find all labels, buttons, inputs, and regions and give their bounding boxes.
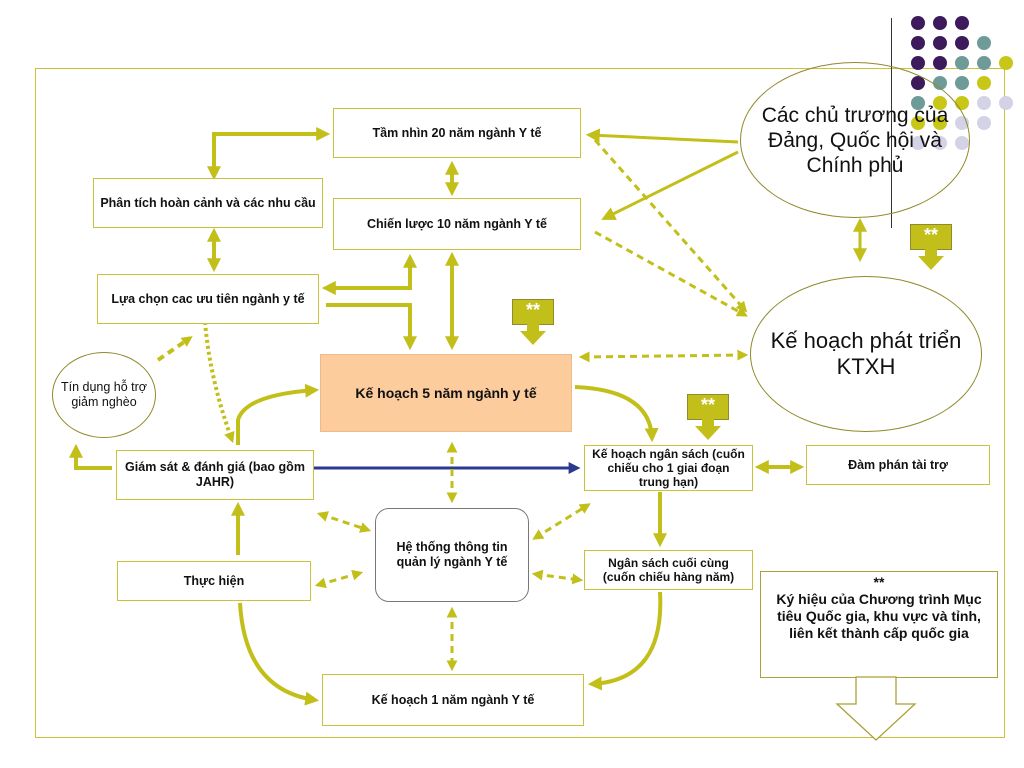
connector-arrow — [326, 303, 417, 351]
decorative-dot — [977, 36, 991, 50]
legend-text: Ký hiệu của Chương trình Mục tiêu Quốc g… — [776, 591, 982, 641]
decorative-dot — [955, 16, 969, 30]
legend-box: ** Ký hiệu của Chương trình Mục tiêu Quố… — [760, 571, 998, 678]
legend-symbol: ** — [873, 574, 885, 590]
decorative-dot — [955, 36, 969, 50]
decorative-dot — [977, 56, 991, 70]
connector-arrow — [532, 503, 591, 540]
decorative-dot — [911, 56, 925, 70]
node-one-year-plan: Kế hoạch 1 năm ngành Y tế — [322, 674, 584, 726]
decorative-dot — [977, 76, 991, 90]
node-vision-20-year: Tầm nhìn 20 năm ngành Y tế — [333, 108, 581, 158]
connector-arrow — [314, 569, 364, 589]
decorative-dot — [911, 36, 925, 50]
decorative-dot — [955, 76, 969, 90]
node-situation-analysis: Phân tích hoàn cảnh và các nhu cầu — [93, 178, 323, 228]
connector-arrow — [238, 602, 320, 706]
connector-arrow — [574, 385, 659, 443]
connector-arrow — [587, 591, 663, 691]
node-budget-plan: Kế hoạch ngân sách (cuốn chiếu cho 1 gia… — [584, 445, 753, 491]
decorative-dot — [999, 56, 1013, 70]
diagram-frame — [35, 68, 1005, 738]
node-funding-negotiation: Đàm phán tài trợ — [806, 445, 990, 485]
connector-arrow — [316, 511, 372, 533]
decorative-dot — [933, 36, 947, 50]
node-monitoring-evaluation: Giám sát & đánh giá (bao gồm JAHR) — [116, 450, 314, 500]
connector-arrow — [593, 139, 748, 313]
connector-arrow — [203, 321, 235, 444]
node-poverty-credit: Tín dụng hỗ trợ giảm nghèo — [52, 352, 156, 438]
decorative-dot — [933, 16, 947, 30]
connector-arrow — [578, 349, 749, 363]
connector-arrow — [594, 230, 748, 317]
connector-arrow — [321, 253, 417, 295]
connector-arrow — [156, 336, 193, 362]
decorative-dot — [911, 16, 925, 30]
decorative-dot — [955, 56, 969, 70]
connector-arrow — [207, 127, 331, 181]
node-priority-selection: Lựa chọn cac ưu tiên ngành y tế — [97, 274, 319, 324]
connector-arrow — [531, 569, 584, 585]
connector-arrow — [236, 383, 320, 445]
star-marker-ktxh: ** — [910, 224, 952, 270]
decorative-dot — [977, 116, 991, 130]
decorative-dot — [933, 56, 947, 70]
node-five-year-plan: Kế hoạch 5 năm ngành y tế — [320, 354, 572, 432]
decorative-dot — [999, 96, 1013, 110]
node-final-budget: Ngân sách cuối cùng (cuốn chiếu hàng năm… — [584, 550, 753, 590]
star-marker-five-year: ** — [512, 299, 554, 345]
star-marker-budget: ** — [687, 394, 729, 440]
node-implementation: Thực hiện — [117, 561, 311, 601]
node-socioeconomic-plan: Kế hoạch phát triển KTXH — [750, 276, 982, 432]
connector-arrow — [69, 443, 112, 470]
decorative-dot — [977, 96, 991, 110]
connector-arrow — [585, 128, 739, 144]
legend-down-arrow-icon — [835, 676, 917, 741]
node-party-policy: Các chủ trương của Đảng, Quốc hội và Chí… — [740, 62, 970, 218]
node-strategy-10-year: Chiến lược 10 năm ngành Y tế — [333, 198, 581, 250]
connector-arrow — [601, 150, 739, 220]
node-health-info-system: Hệ thống thông tin quản lý ngành Y tế — [375, 508, 529, 602]
